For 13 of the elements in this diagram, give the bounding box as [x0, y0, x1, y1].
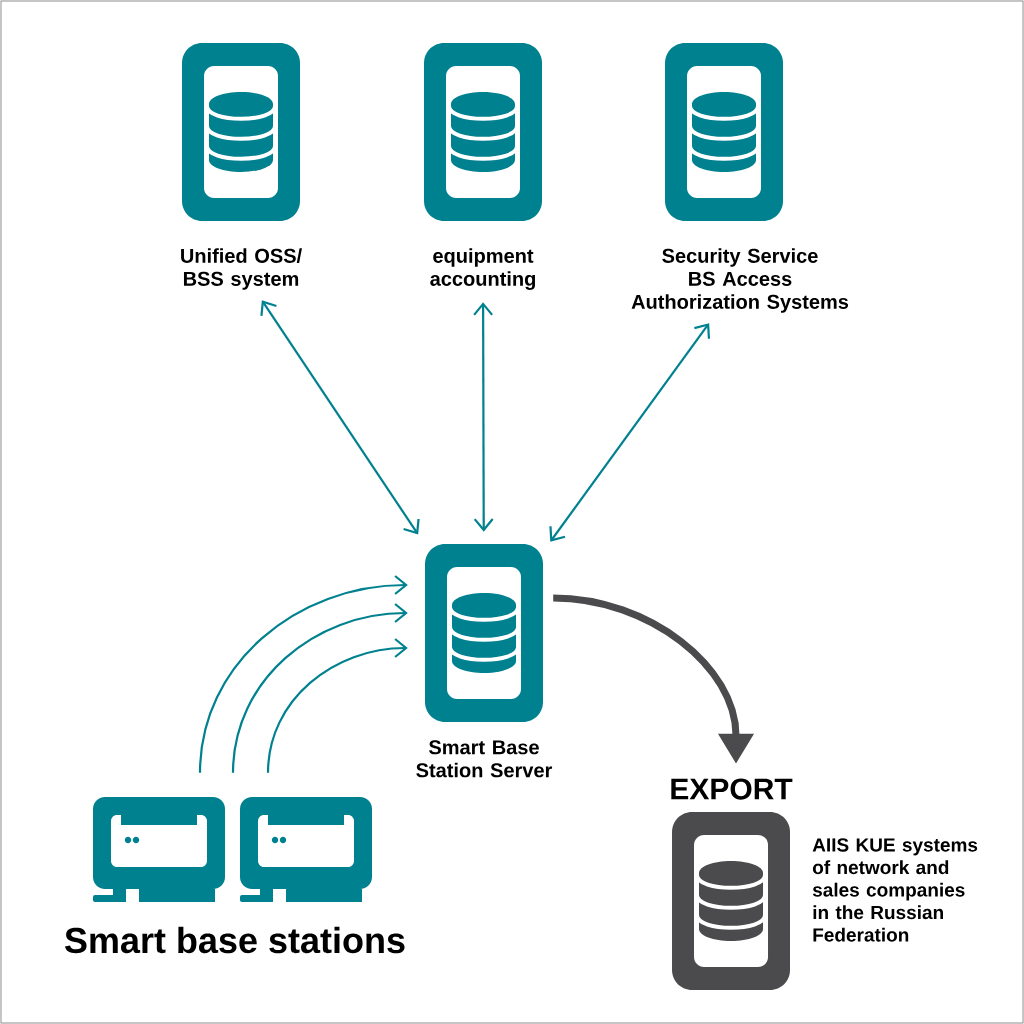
node-label: equipment accounting: [430, 248, 535, 290]
node-label: Smart Base Station Server: [416, 740, 553, 778]
arrow: [260, 300, 420, 535]
arrow: [473, 302, 494, 532]
node-label: Unified OSS/ BSS system: [181, 248, 302, 290]
arrow: [266, 638, 408, 773]
heading: EXPORT: [671, 778, 793, 800]
arrow: [231, 603, 408, 773]
group-label: Smart base stations: [64, 926, 405, 954]
arrow: [549, 323, 711, 542]
arrow: [198, 575, 408, 773]
description: AIIS KUE systems of network and sales companies in the Russian Federation: [812, 838, 978, 942]
node-label: Security Service BS Access Authorization Systems: [631, 248, 849, 313]
